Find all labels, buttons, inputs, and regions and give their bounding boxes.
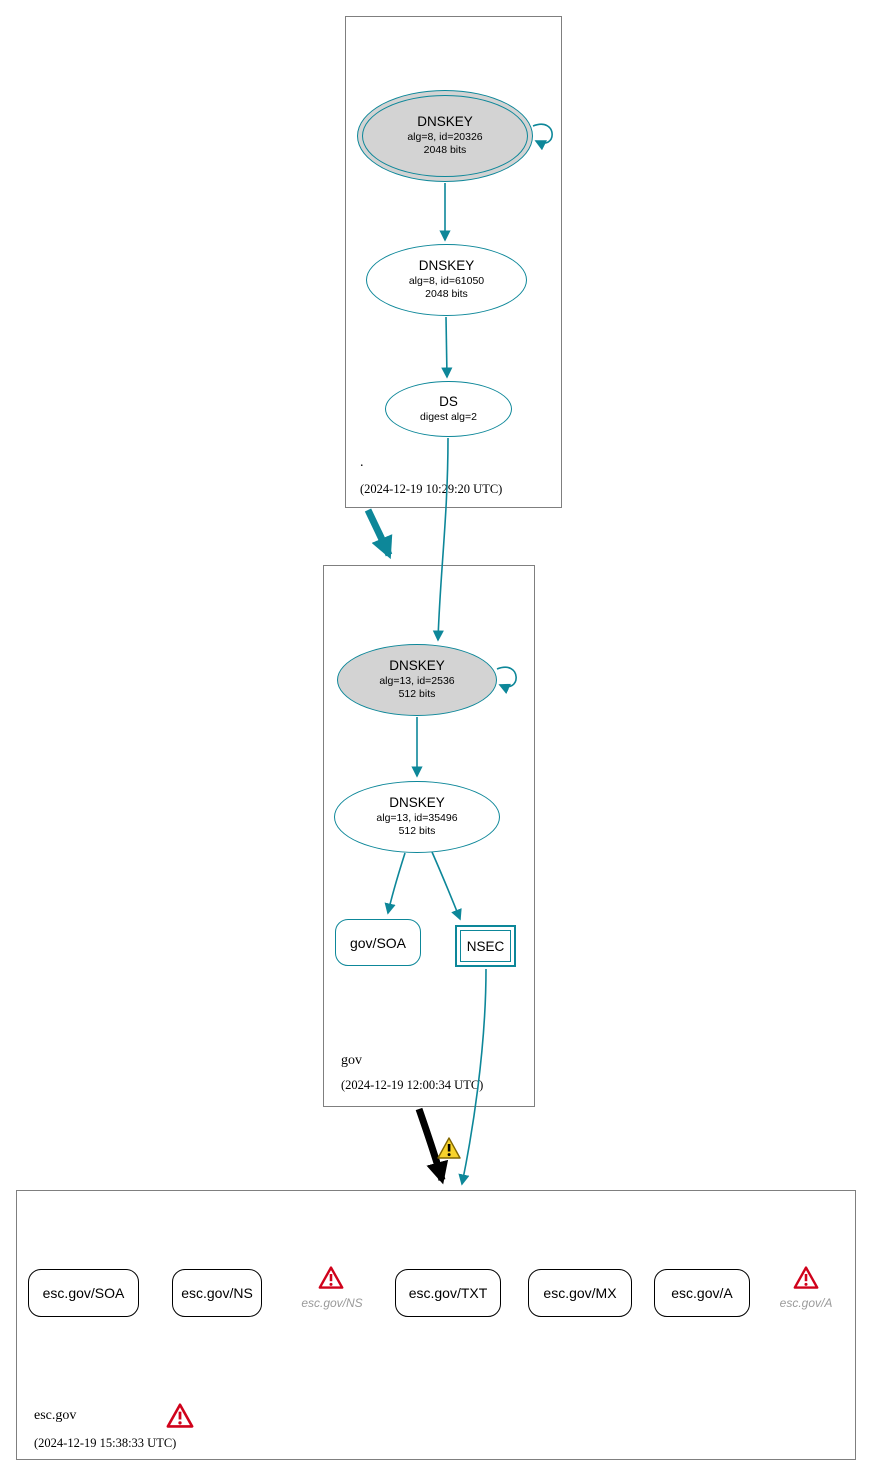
node-alg-id: alg=13, id=2536: [379, 675, 455, 688]
zone-name-gov: gov: [341, 1053, 362, 1068]
rrset-esc-gov-txt[interactable]: esc.gov/TXT: [395, 1269, 501, 1317]
dnskey-zsk-gov[interactable]: DNSKEY alg=13, id=35496 512 bits: [334, 781, 500, 853]
zone-box-root: [345, 16, 562, 508]
rrset-esc-gov-mx[interactable]: esc.gov/MX: [528, 1269, 632, 1317]
node-bits: 2048 bits: [425, 288, 468, 301]
nsec-node[interactable]: NSEC: [455, 925, 516, 967]
rrset-label: esc.gov/NS: [181, 1285, 253, 1301]
node-bits: 512 bits: [398, 825, 436, 838]
error-icon: [793, 1266, 819, 1289]
rrset-esc-gov-ns[interactable]: esc.gov/NS: [172, 1269, 262, 1317]
warning-icon: [437, 1137, 461, 1159]
edge-delegation-root-gov: [364, 508, 393, 560]
rrset-label: esc.gov/A: [671, 1285, 733, 1301]
rrset-label: esc.gov/SOA: [42, 1285, 125, 1301]
node-bits: 2048 bits: [423, 144, 467, 157]
error-label-esc-gov-a: esc.gov/A: [779, 1296, 833, 1310]
nsec-label: NSEC: [460, 930, 511, 962]
rrset-gov-soa[interactable]: gov/SOA: [335, 919, 421, 966]
node-title: DNSKEY: [389, 658, 445, 674]
zone-name-esc-gov: esc.gov: [34, 1408, 77, 1423]
ksk-double-ring: [362, 95, 528, 177]
zone-box-gov: [323, 565, 535, 1107]
dnskey-ksk-root[interactable]: DNSKEY alg=8, id=20326 2048 bits: [357, 90, 533, 182]
node-bits: 512 bits: [398, 688, 436, 701]
node-title: DS: [439, 394, 458, 409]
dnskey-ksk-gov[interactable]: DNSKEY alg=13, id=2536 512 bits: [337, 644, 497, 716]
rrset-label: gov/SOA: [349, 934, 407, 951]
zone-name-root: .: [360, 455, 364, 470]
zone-timestamp-esc-gov: (2024-12-19 15:38:33 UTC): [34, 1436, 177, 1450]
node-alg-id: alg=8, id=20326: [407, 131, 483, 144]
node-title: DNSKEY: [389, 795, 445, 811]
dnskey-zsk-root[interactable]: DNSKEY alg=8, id=61050 2048 bits: [366, 244, 527, 316]
node-title: DNSKEY: [418, 258, 475, 274]
node-digest-alg: digest alg=2: [420, 410, 477, 423]
node-alg-id: alg=13, id=35496: [376, 812, 458, 825]
rrset-esc-gov-a[interactable]: esc.gov/A: [654, 1269, 750, 1317]
rrset-esc-gov-soa[interactable]: esc.gov/SOA: [28, 1269, 139, 1317]
zone-timestamp-root: (2024-12-19 10:29:20 UTC): [360, 482, 503, 496]
node-alg-id: alg=8, id=61050: [408, 275, 485, 288]
edge-delegation-gov-esc-gov: [415, 1107, 449, 1185]
ds-node-gov[interactable]: DS digest alg=2: [385, 381, 512, 437]
zone-timestamp-gov: (2024-12-19 12:00:34 UTC): [341, 1078, 484, 1092]
node-title: DNSKEY: [417, 114, 473, 130]
zone-box-esc-gov: [16, 1190, 856, 1460]
error-icon: [318, 1266, 344, 1289]
rrset-label: esc.gov/MX: [543, 1285, 617, 1301]
error-icon: [166, 1403, 194, 1428]
rrset-label: esc.gov/TXT: [408, 1285, 488, 1301]
error-label-esc-gov-ns: esc.gov/NS: [301, 1296, 363, 1310]
